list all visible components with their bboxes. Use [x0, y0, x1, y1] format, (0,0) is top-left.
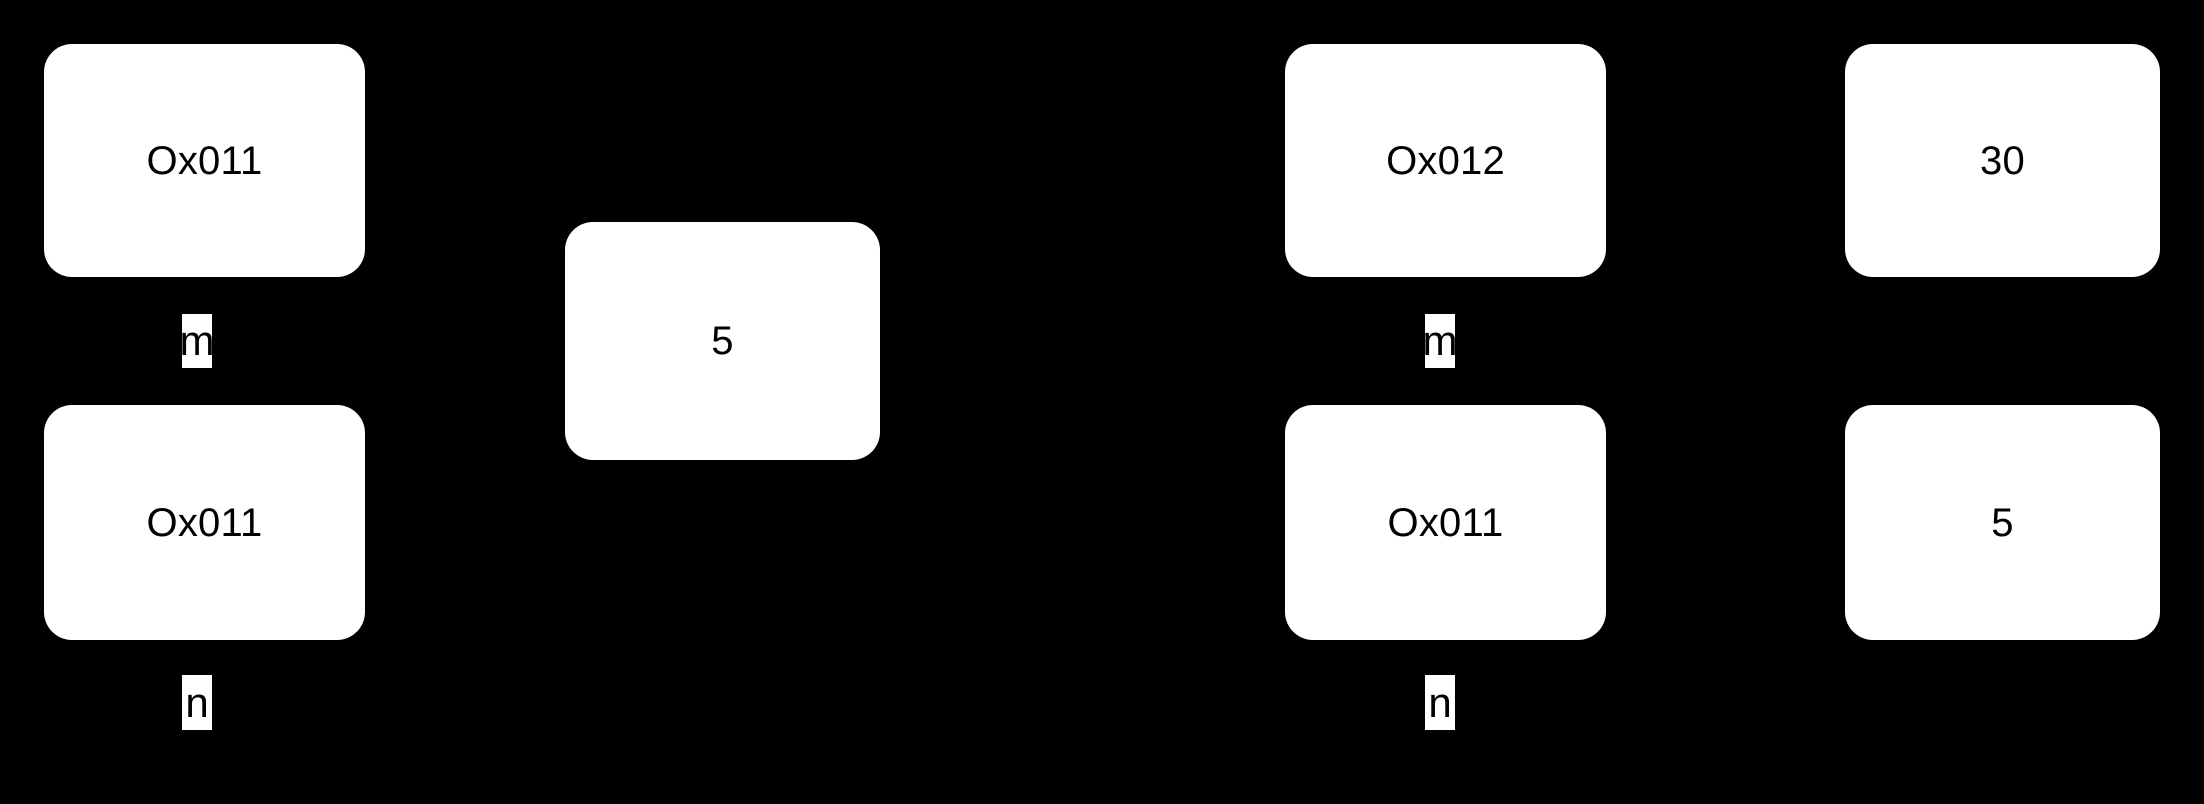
- node-value-far-right-bottom[interactable]: 5: [1845, 405, 2160, 640]
- edge-label-n-right: n: [1425, 675, 1455, 730]
- node-ox012-right-top[interactable]: Ox012: [1285, 44, 1606, 277]
- node-value-far-right-top[interactable]: 30: [1845, 44, 2160, 277]
- node-label: Ox011: [146, 138, 263, 183]
- node-ox011-left-top[interactable]: Ox011: [44, 44, 365, 277]
- node-ox011-left-bottom[interactable]: Ox011: [44, 405, 365, 640]
- node-label: 30: [1980, 138, 2025, 183]
- node-label: Ox012: [1386, 138, 1505, 183]
- edge-label-n-left: n: [182, 675, 212, 730]
- edge-label-m-left: m: [182, 314, 212, 368]
- node-label: 5: [711, 319, 734, 363]
- node-ox011-right-bottom[interactable]: Ox011: [1285, 405, 1606, 640]
- node-label: Ox011: [1387, 500, 1504, 545]
- node-label: Ox011: [146, 500, 263, 545]
- node-label: 5: [1991, 500, 2014, 545]
- edge-label-m-right: m: [1425, 314, 1455, 368]
- node-value-center[interactable]: 5: [565, 222, 880, 460]
